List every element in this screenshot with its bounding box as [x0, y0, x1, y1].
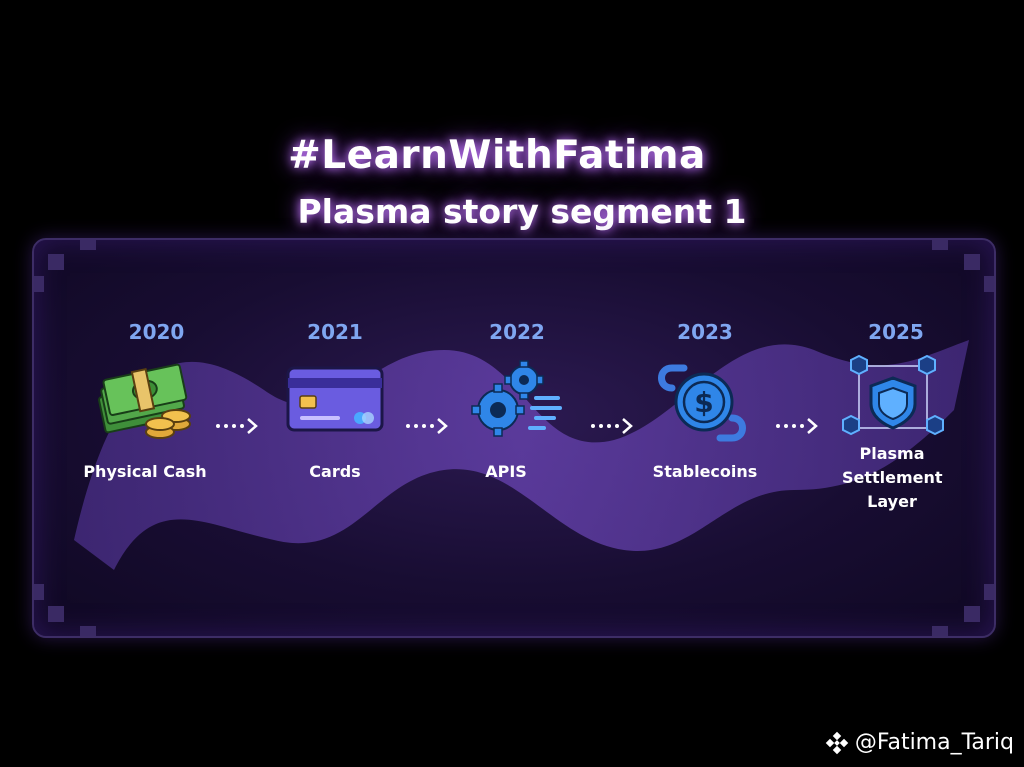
wave-decoration	[74, 340, 969, 570]
pixel-decoration	[932, 240, 948, 250]
timeline-step-stablecoins: 2023 $ Stablecoins	[620, 320, 790, 484]
timeline-step-cards: 2021 Cards	[250, 320, 420, 484]
step-year: 2020	[128, 320, 185, 344]
watermark-handle: @Fatima_Tariq	[854, 730, 1014, 755]
step-label: Physical Cash	[83, 462, 207, 481]
pixel-decoration	[34, 276, 44, 292]
shield-network-icon	[842, 354, 944, 436]
watermark: @Fatima_Tariq	[825, 730, 1014, 755]
svg-text:$: $	[694, 386, 713, 419]
pixel-decoration	[34, 584, 44, 600]
step-year: 2021	[307, 320, 363, 344]
dotted-arrow-icon	[776, 418, 818, 434]
dollar-coin-chain-icon: $	[658, 364, 746, 442]
dotted-arrow-icon	[591, 418, 633, 434]
pixel-decoration	[80, 240, 96, 250]
step-year: 2023	[677, 320, 733, 344]
pixel-decoration	[48, 606, 64, 622]
page-title: #LearnWithFatima	[288, 133, 706, 178]
credit-card-icon	[286, 366, 384, 432]
dotted-arrow-icon	[406, 418, 448, 434]
dotted-arrow-icon	[216, 418, 258, 434]
step-label: Plasma Settlement Layer	[842, 444, 943, 511]
pixel-decoration	[80, 626, 96, 636]
timeline-step-plasma-settlement-layer: 2025 Plasma Settlement Layer	[812, 320, 972, 514]
binance-logo-icon	[825, 731, 849, 754]
step-label: Cards	[309, 462, 361, 481]
timeline-panel	[32, 238, 996, 638]
gears-icon	[471, 360, 562, 437]
pixel-decoration	[932, 626, 948, 636]
pixel-decoration	[48, 254, 64, 270]
step-year: 2025	[868, 320, 924, 344]
pixel-decoration	[964, 606, 980, 622]
step-label: APIS	[485, 462, 527, 481]
cash-icon	[98, 363, 191, 439]
pixel-decoration	[984, 584, 994, 600]
page-subtitle: Plasma story segment 1	[297, 192, 747, 231]
step-label: Stablecoins	[652, 462, 758, 481]
step-year: 2022	[489, 320, 545, 344]
timeline-step-physical-cash: 2020 Physical Cash	[60, 320, 230, 484]
pixel-decoration	[964, 254, 980, 270]
pixel-decoration	[984, 276, 994, 292]
timeline-step-apis: 2022 APIS	[432, 320, 602, 484]
